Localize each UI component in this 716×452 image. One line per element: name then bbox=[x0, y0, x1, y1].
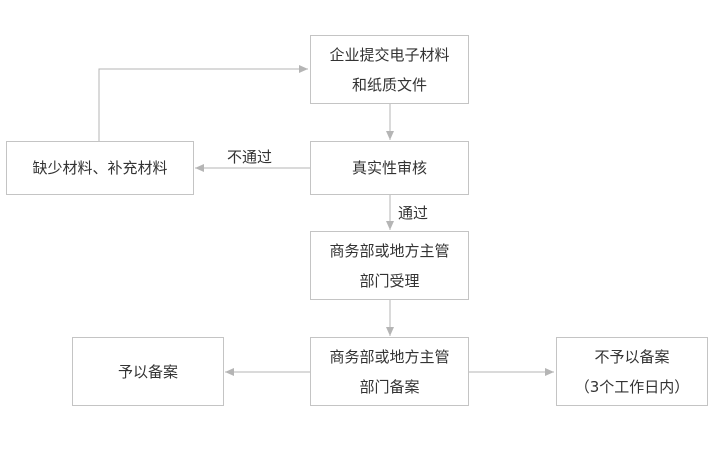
node-supplement-materials: 缺少材料、补充材料 bbox=[6, 141, 194, 195]
node-record-line1: 商务部或地方主管 bbox=[329, 347, 450, 366]
node-submit-line2: 和纸质文件 bbox=[351, 75, 427, 94]
node-approved: 予以备案 bbox=[72, 337, 224, 406]
node-rejected-line1: 不予以备案 bbox=[594, 347, 670, 366]
node-verify-line1: 真实性审核 bbox=[351, 159, 427, 177]
node-record-line2: 部门备案 bbox=[359, 377, 420, 396]
arrow-supplement-to-submit bbox=[98, 65, 308, 141]
node-rejected: 不予以备案 （3个工作日内） bbox=[556, 337, 708, 406]
node-accept-line2: 部门受理 bbox=[359, 271, 420, 290]
node-authority-accept: 商务部或地方主管 部门受理 bbox=[310, 231, 469, 300]
node-submit-line1: 企业提交电子材料 bbox=[329, 45, 450, 64]
node-supplement-line1: 缺少材料、补充材料 bbox=[32, 159, 168, 177]
node-authority-record: 商务部或地方主管 部门备案 bbox=[310, 337, 469, 406]
node-rejected-line2: （3个工作日内） bbox=[574, 377, 690, 396]
edge-label-fail: 不通过 bbox=[227, 148, 273, 166]
node-approved-line1: 予以备案 bbox=[117, 362, 178, 381]
node-submit-materials: 企业提交电子材料 和纸质文件 bbox=[310, 35, 469, 104]
node-authenticity-review: 真实性审核 bbox=[310, 141, 469, 195]
edge-label-pass: 通过 bbox=[398, 204, 429, 222]
node-accept-line1: 商务部或地方主管 bbox=[329, 241, 450, 260]
